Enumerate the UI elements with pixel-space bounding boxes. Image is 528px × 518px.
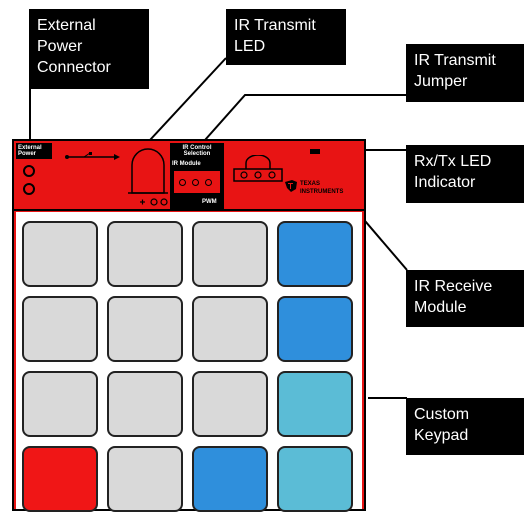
ti-logo-line1: TEXAS <box>300 181 321 187</box>
power-jack-1 <box>23 165 35 177</box>
board-header: External Power IR Control Selection IR M… <box>14 141 364 211</box>
keypad-key[interactable] <box>277 371 353 437</box>
callout-rxtx-led-indicator: Rx/Tx LED Indicator <box>406 145 524 203</box>
keypad-key[interactable] <box>22 296 98 362</box>
leader-ir-transmit-led <box>149 57 227 141</box>
keypad-key[interactable] <box>277 296 353 362</box>
keypad-key[interactable] <box>22 446 98 512</box>
ir-receiver-icon <box>233 155 283 182</box>
keypad-key[interactable] <box>22 221 98 287</box>
keypad-key[interactable] <box>107 446 183 512</box>
jumper-pin-2 <box>192 179 199 186</box>
keypad-key[interactable] <box>277 446 353 512</box>
callout-ir-receive-module: IR Receive Module <box>406 270 524 327</box>
rxtx-led <box>310 149 320 154</box>
board: External Power IR Control Selection IR M… <box>12 139 366 512</box>
external-power-label: External Power <box>18 145 42 157</box>
ir-led-icon <box>128 148 168 206</box>
jumper-pin-1 <box>179 179 186 186</box>
keypad-key[interactable] <box>107 296 183 362</box>
callout-ir-transmit-led: IR Transmit LED <box>226 9 346 65</box>
callout-external-power-connector: External Power Connector <box>29 9 149 89</box>
pwm-label: PWM <box>202 199 217 205</box>
ti-logo-line2: INSTRUMENTS <box>300 189 344 195</box>
keypad-key[interactable] <box>192 296 268 362</box>
keypad-key[interactable] <box>22 371 98 437</box>
ti-logo-icon <box>285 180 297 192</box>
power-jack-2 <box>23 183 35 195</box>
keypad-key[interactable] <box>107 221 183 287</box>
callout-ir-transmit-jumper: IR Transmit Jumper <box>406 44 524 102</box>
external-power-label-box <box>16 143 52 159</box>
keypad-key[interactable] <box>277 221 353 287</box>
callout-custom-keypad: Custom Keypad <box>406 398 524 455</box>
keypad-key[interactable] <box>192 371 268 437</box>
keypad-key[interactable] <box>192 446 268 512</box>
leader-ir-transmit-jumper <box>204 94 407 141</box>
usb-symbol-icon <box>65 152 120 160</box>
keypad-key[interactable] <box>107 371 183 437</box>
ir-control-selection-label: IR Control Selection <box>182 145 212 157</box>
ir-module-label: IR Module <box>172 161 201 167</box>
keypad <box>16 212 362 512</box>
jumper-pin-3 <box>205 179 212 186</box>
keypad-key[interactable] <box>192 221 268 287</box>
